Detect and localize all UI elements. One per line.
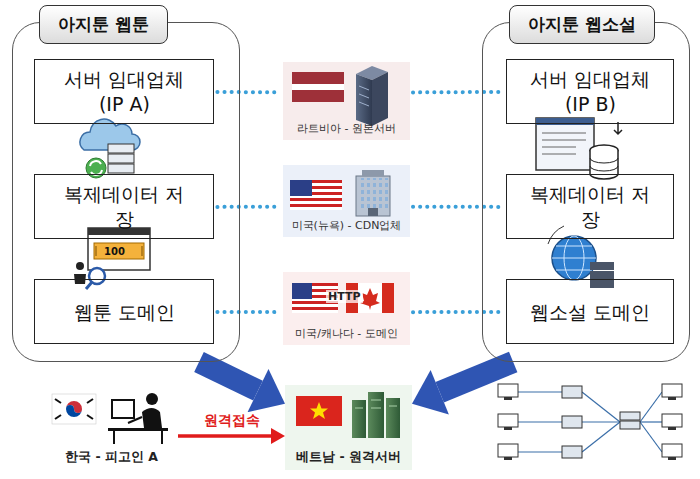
- process-box: 웹소설 도메인: [506, 279, 674, 344]
- node-label: 웹툰 도메인: [74, 300, 175, 325]
- location-panel: 미국(뉴욕) - CDN업체: [283, 165, 410, 237]
- node-label: 웹소설 도메인: [530, 300, 650, 325]
- panel-ground: [283, 62, 410, 140]
- group-panel: 아지툰 웹툰서버 임대업체 (IP A)복제데이터 저장웹툰 도메인: [12, 22, 240, 362]
- dotted-link: [217, 91, 280, 92]
- vietnam-flag: [296, 396, 342, 426]
- document-database-icon: [536, 118, 622, 179]
- network-illustration: [498, 384, 682, 460]
- server-rack-icon: [352, 392, 400, 438]
- korea-flag: [52, 394, 96, 424]
- process-box: 복제데이터 저장: [34, 174, 214, 239]
- node-label: 베트남 - 원격서버: [296, 449, 401, 466]
- process-box: 서버 임대업체 (IP A): [34, 59, 214, 124]
- server-icon: [356, 66, 388, 126]
- flow-arrow: [412, 352, 517, 415]
- node-label: 미국/캐나다 - 도메인: [295, 326, 398, 341]
- panel-ground: [283, 165, 410, 237]
- building-icon: [356, 170, 390, 216]
- network-illustration: [518, 392, 662, 452]
- panel-heading: 아지툰 웹툰: [39, 5, 168, 44]
- latvia-flag: [292, 72, 344, 102]
- protocol-label: HTTP: [326, 290, 363, 303]
- panel-heading: 아지툰 웹소설: [509, 5, 655, 44]
- process-box: 웹툰 도메인: [34, 279, 214, 344]
- dotted-link: [413, 206, 503, 207]
- dotted-link: [217, 311, 280, 312]
- process-box: 서버 임대업체 (IP B): [506, 59, 674, 124]
- location-panel: 베트남 - 원격서버: [285, 385, 412, 470]
- node-label: 복제데이터 저장: [56, 182, 193, 231]
- node-label: 서버 임대업체 (IP B): [522, 67, 659, 116]
- gauge-number: 100: [104, 246, 125, 257]
- access-arrow: [178, 428, 285, 444]
- search-person-icon: [74, 262, 105, 289]
- node-label: 복제데이터 저장: [522, 182, 659, 231]
- edge-label: 원격접속: [201, 412, 263, 430]
- dotted-link: [413, 91, 503, 92]
- dotted-link: [413, 311, 503, 312]
- group-panel: 아지툰 웹소설서버 임대업체 (IP B)복제데이터 저장웹소설 도메인: [482, 22, 690, 362]
- location-panel: 라트비아 - 원본서버: [283, 62, 410, 140]
- node-label: 라트비아 - 원본서버: [297, 121, 396, 136]
- dotted-link: [217, 206, 280, 207]
- node-label: 미국(뉴욕) - CDN업체: [292, 218, 402, 233]
- node-label: 한국 - 피고인 A: [65, 449, 158, 466]
- location-panel: 미국/캐나다 - 도메인: [283, 272, 410, 345]
- person-at-desk-icon: [108, 393, 168, 444]
- node-label: 서버 임대업체 (IP A): [56, 67, 193, 116]
- panel-ground: [285, 385, 412, 470]
- cloud-server-icon: [80, 119, 140, 178]
- process-box: 복제데이터 저장: [506, 174, 674, 239]
- us-flag: [290, 180, 342, 210]
- location-panel: 한국 - 피고인 A: [45, 385, 178, 470]
- panel-ground: [283, 272, 410, 345]
- browser-icon: [88, 228, 150, 270]
